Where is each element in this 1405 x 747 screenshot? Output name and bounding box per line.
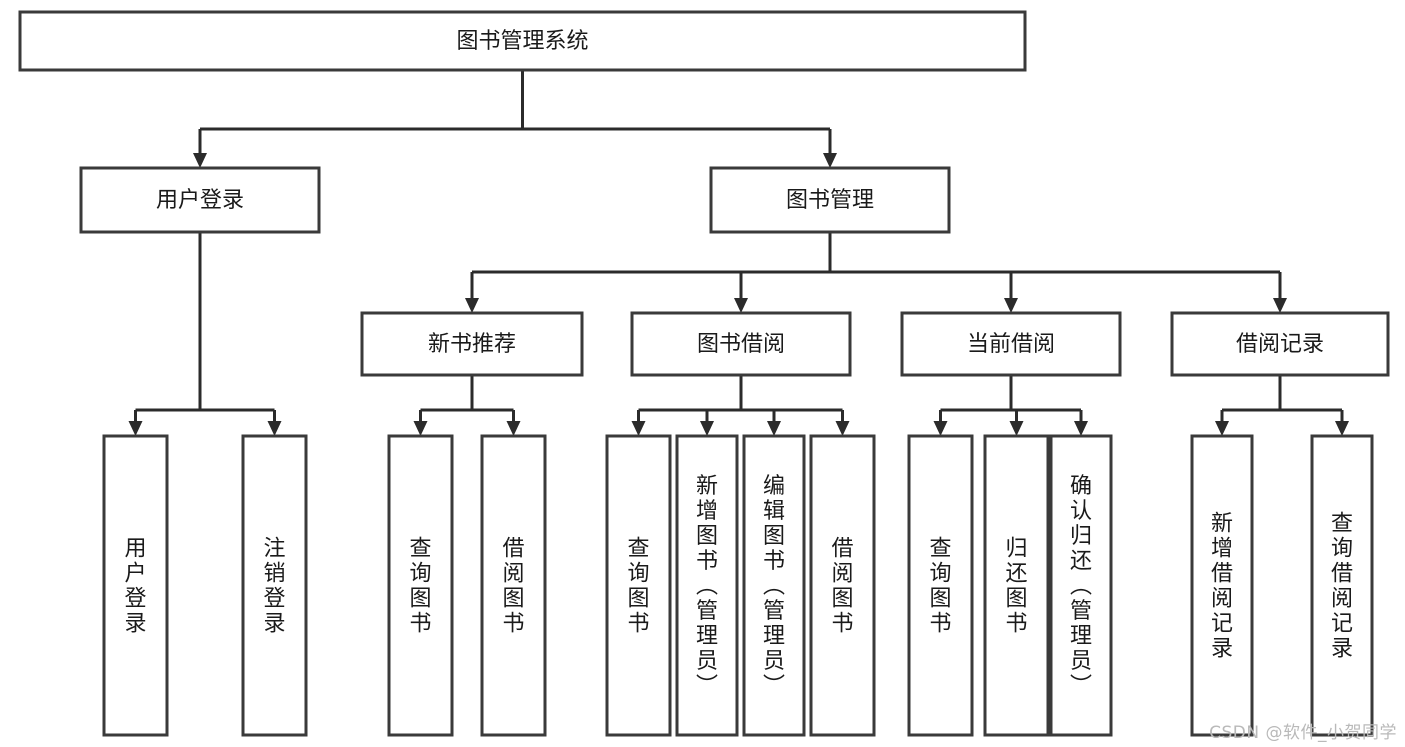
node-box-leaf-query-borrow-record: [1310, 434, 1374, 737]
node-label-leaf-add-book-admin: 新增图书︵管理员︶: [696, 474, 718, 699]
node-label-book-manage: 图书管理: [786, 188, 874, 213]
node-label-user-login: 用户登录: [156, 188, 244, 213]
node-label-leaf-query-book-rec: 查询图书: [409, 537, 431, 637]
node-box-borrow-record: [1170, 311, 1390, 377]
node-label-leaf-return-book: 归还图书: [1005, 537, 1027, 637]
node-label-leaf-edit-book-admin: 编辑图书︵管理员︶: [763, 474, 785, 699]
arrowhead-icon: [631, 421, 646, 436]
node-box-leaf-add-book-admin: [675, 434, 739, 737]
node-box-leaf-borrow-book-rec: [480, 434, 547, 737]
node-label-leaf-query-book-current: 查询图书: [929, 537, 951, 637]
node-borrow-record[interactable]: 借阅记录: [1170, 311, 1390, 377]
arrowhead-icon: [128, 421, 143, 436]
node-box-root: [18, 10, 1027, 72]
node-book-manage[interactable]: 图书管理: [709, 166, 951, 234]
node-layer: 图书管理系统用户登录图书管理新书推荐图书借阅当前借阅借阅记录用户登录注销登录查询…: [18, 10, 1390, 737]
node-box-leaf-confirm-return-admin: [1049, 434, 1113, 737]
node-box-leaf-return-book: [983, 434, 1050, 737]
node-leaf-query-book-current[interactable]: 查询图书: [907, 434, 974, 737]
node-book-borrow[interactable]: 图书借阅: [630, 311, 852, 377]
node-leaf-query-borrow-record[interactable]: 查询借阅记录: [1310, 434, 1374, 737]
arrowhead-icon: [767, 421, 781, 436]
node-label-leaf-borrow-book: 借阅图书: [831, 537, 853, 637]
node-box-leaf-query-book-current: [907, 434, 974, 737]
node-leaf-query-book-borrow[interactable]: 查询图书: [605, 434, 672, 737]
arrowhead-icon: [1009, 421, 1024, 436]
node-box-leaf-edit-book-admin: [742, 434, 806, 737]
node-label-new-book-recommend: 新书推荐: [428, 332, 516, 357]
arrowhead-icon: [700, 421, 714, 436]
node-label-book-borrow: 图书借阅: [697, 332, 785, 357]
node-leaf-user-logout[interactable]: 注销登录: [241, 434, 308, 737]
node-box-leaf-query-book-borrow: [605, 434, 672, 737]
arrowhead-icon: [1074, 421, 1088, 436]
node-leaf-borrow-book[interactable]: 借阅图书: [809, 434, 876, 737]
node-leaf-confirm-return-admin[interactable]: 确认归还︵管理员︶: [1049, 434, 1113, 737]
node-box-leaf-user-logout: [241, 434, 308, 737]
node-new-book-recommend[interactable]: 新书推荐: [360, 311, 584, 377]
arrowhead-icon: [465, 298, 479, 313]
node-box-user-login: [79, 166, 321, 234]
arrowhead-icon: [506, 421, 521, 436]
node-leaf-user-login[interactable]: 用户登录: [102, 434, 169, 737]
node-box-new-book-recommend: [360, 311, 584, 377]
node-box-current-borrow: [900, 311, 1122, 377]
node-label-leaf-query-book-borrow: 查询图书: [627, 537, 649, 637]
arrowhead-icon: [193, 153, 207, 168]
node-user-login[interactable]: 用户登录: [79, 166, 321, 234]
node-label-leaf-user-login: 用户登录: [124, 537, 146, 637]
node-leaf-return-book[interactable]: 归还图书: [983, 434, 1050, 737]
node-leaf-query-book-rec[interactable]: 查询图书: [387, 434, 454, 737]
arrowhead-icon: [1215, 421, 1229, 436]
node-label-leaf-confirm-return-admin: 确认归还︵管理员︶: [1070, 474, 1092, 699]
arrowhead-icon: [413, 421, 428, 436]
node-label-leaf-borrow-book-rec: 借阅图书: [502, 537, 524, 637]
node-box-book-manage: [709, 166, 951, 234]
edge-layer: [128, 70, 1349, 436]
node-label-leaf-user-logout: 注销登录: [263, 537, 285, 637]
node-box-book-borrow: [630, 311, 852, 377]
node-leaf-edit-book-admin[interactable]: 编辑图书︵管理员︶: [742, 434, 806, 737]
node-label-leaf-add-borrow-record: 新增借阅记录: [1211, 512, 1233, 662]
arrowhead-icon: [933, 421, 948, 436]
arrowhead-icon: [835, 421, 850, 436]
node-current-borrow[interactable]: 当前借阅: [900, 311, 1122, 377]
node-label-borrow-record: 借阅记录: [1236, 332, 1324, 357]
node-box-leaf-borrow-book: [809, 434, 876, 737]
arrowhead-icon: [734, 298, 748, 313]
node-root[interactable]: 图书管理系统: [18, 10, 1027, 72]
node-label-root: 图书管理系统: [456, 29, 588, 54]
node-leaf-borrow-book-rec[interactable]: 借阅图书: [480, 434, 547, 737]
arrowhead-icon: [1004, 298, 1018, 313]
arrowhead-icon: [267, 421, 282, 436]
arrowhead-icon: [1335, 421, 1349, 436]
arrowhead-icon: [1273, 298, 1287, 313]
node-box-leaf-query-book-rec: [387, 434, 454, 737]
node-box-leaf-user-login: [102, 434, 169, 737]
arrowhead-icon: [823, 153, 837, 168]
node-leaf-add-book-admin[interactable]: 新增图书︵管理员︶: [675, 434, 739, 737]
node-leaf-add-borrow-record[interactable]: 新增借阅记录: [1190, 434, 1254, 737]
node-box-leaf-add-borrow-record: [1190, 434, 1254, 737]
node-label-leaf-query-borrow-record: 查询借阅记录: [1331, 512, 1353, 662]
node-label-current-borrow: 当前借阅: [967, 332, 1055, 357]
